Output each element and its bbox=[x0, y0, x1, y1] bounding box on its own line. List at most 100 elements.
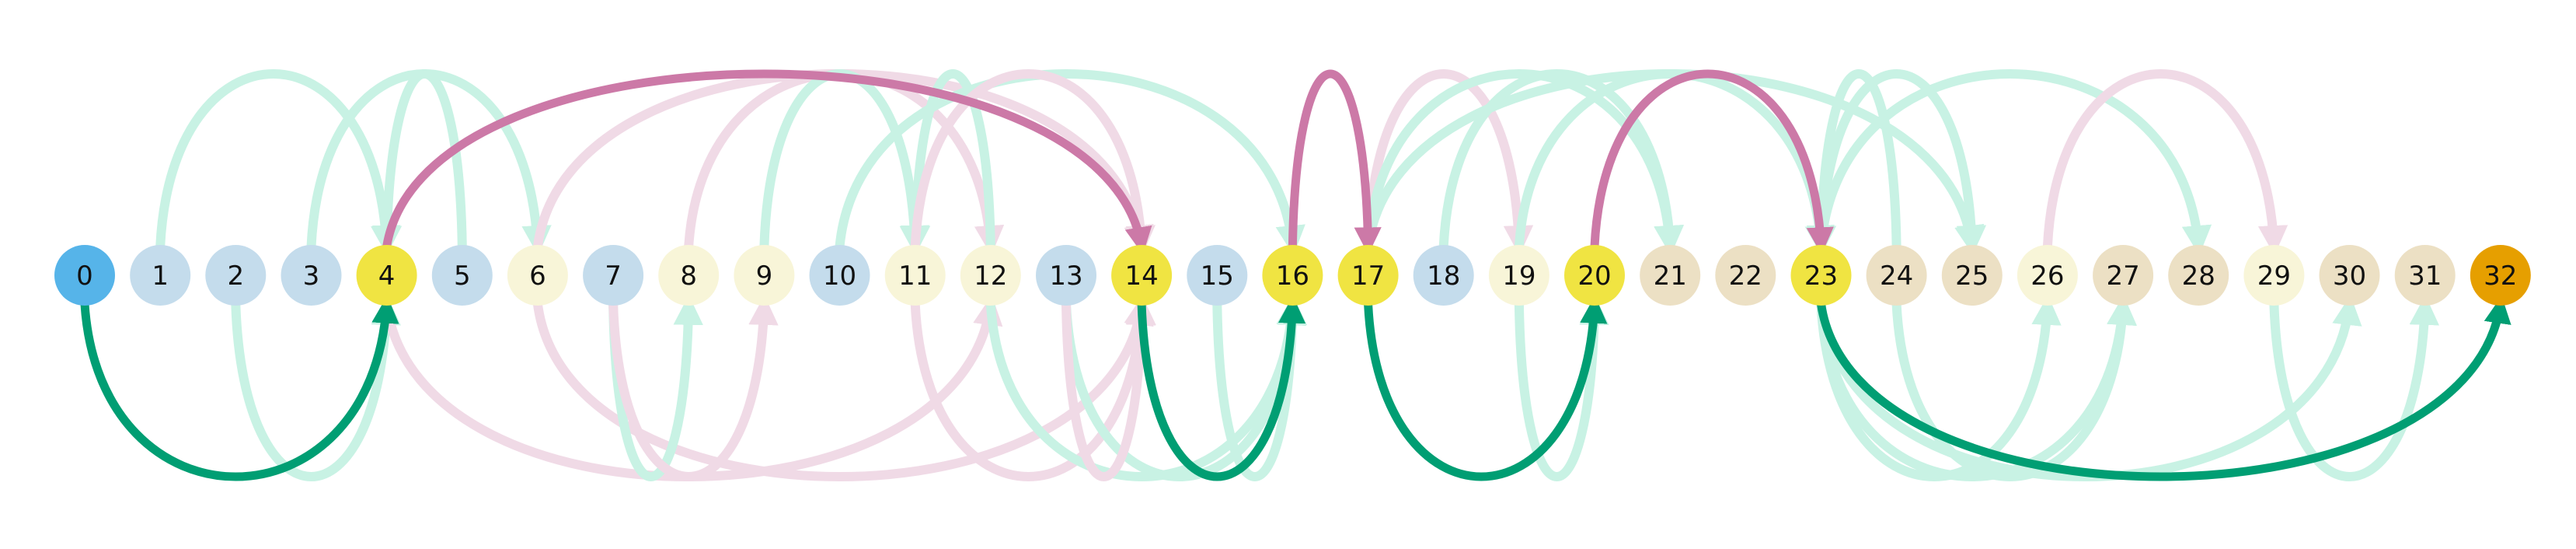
node-circle bbox=[583, 245, 644, 306]
node-15: 15 bbox=[1187, 245, 1248, 306]
node-circle bbox=[1262, 245, 1323, 306]
node-1: 1 bbox=[130, 245, 191, 306]
edge-12-to-16 bbox=[985, 295, 1306, 481]
node-label: 4 bbox=[378, 261, 396, 292]
path-edge-0-to-4 bbox=[80, 295, 399, 481]
node-16: 16 bbox=[1262, 245, 1323, 306]
node-circle bbox=[960, 245, 1021, 306]
faint-edges bbox=[155, 69, 2439, 481]
node-label: 20 bbox=[1577, 261, 1611, 292]
node-26: 26 bbox=[2017, 245, 2078, 306]
node-label: 11 bbox=[898, 261, 932, 292]
node-label: 31 bbox=[2408, 261, 2442, 292]
node-10: 10 bbox=[809, 245, 870, 306]
edge-6-to-14 bbox=[532, 295, 1154, 481]
node-label: 32 bbox=[2484, 261, 2517, 292]
node-6: 6 bbox=[507, 245, 568, 306]
node-label: 14 bbox=[1124, 261, 1158, 292]
edge-19-to-23 bbox=[1514, 69, 1835, 256]
node-label: 18 bbox=[1427, 261, 1460, 292]
node-31: 31 bbox=[2394, 245, 2456, 306]
node-label: 6 bbox=[529, 261, 546, 292]
node-4: 4 bbox=[356, 245, 417, 306]
edge-24-to-23 bbox=[1806, 69, 1901, 256]
node-label: 12 bbox=[974, 261, 1007, 292]
node-circle bbox=[1941, 245, 2003, 306]
node-circle bbox=[2017, 245, 2078, 306]
node-label: 24 bbox=[1880, 261, 1913, 292]
node-21: 21 bbox=[1640, 245, 1701, 306]
node-label: 7 bbox=[605, 261, 622, 292]
path-edge-16-to-17 bbox=[1288, 69, 1382, 255]
node-label: 27 bbox=[2106, 261, 2139, 292]
node-19: 19 bbox=[1488, 245, 1549, 306]
node-32: 32 bbox=[2470, 245, 2531, 306]
node-label: 23 bbox=[1804, 261, 1838, 292]
node-30: 30 bbox=[2319, 245, 2380, 306]
node-circle bbox=[281, 245, 342, 306]
node-29: 29 bbox=[2243, 245, 2305, 306]
edge-11-to-14 bbox=[910, 295, 1156, 481]
node-circle bbox=[809, 245, 870, 306]
node-label: 15 bbox=[1201, 261, 1234, 292]
node-17: 17 bbox=[1337, 245, 1399, 306]
node-circle bbox=[2470, 245, 2531, 306]
node-7: 7 bbox=[583, 245, 644, 306]
edge-15-to-16 bbox=[1212, 295, 1308, 481]
node-circle bbox=[1337, 245, 1399, 306]
node-circle bbox=[734, 245, 795, 306]
node-circle bbox=[1866, 245, 1927, 306]
node-label: 17 bbox=[1351, 261, 1385, 292]
node-label: 10 bbox=[823, 261, 856, 292]
node-label: 25 bbox=[1955, 261, 1989, 292]
node-circle bbox=[884, 245, 946, 306]
node-3: 3 bbox=[281, 245, 342, 306]
node-9: 9 bbox=[734, 245, 795, 306]
node-14: 14 bbox=[1111, 245, 1173, 306]
path-edge-23-to-32 bbox=[1817, 295, 2512, 481]
edge-2-to-4 bbox=[231, 295, 401, 481]
edge-3-to-6 bbox=[306, 69, 552, 256]
node-0: 0 bbox=[54, 245, 115, 306]
node-circle bbox=[54, 245, 115, 306]
edge-23-to-28 bbox=[1816, 69, 2212, 256]
edge-23-to-27 bbox=[1816, 295, 2137, 481]
edge-13-to-14 bbox=[1061, 295, 1156, 481]
node-circle bbox=[1111, 245, 1173, 306]
node-22: 22 bbox=[1715, 245, 1776, 306]
node-2: 2 bbox=[205, 245, 267, 306]
node-circle bbox=[1715, 245, 1776, 306]
edge-11-to-14 bbox=[910, 69, 1156, 256]
path-edge-17-to-20 bbox=[1364, 295, 1608, 481]
node-label: 3 bbox=[303, 261, 320, 292]
node-circle bbox=[356, 245, 417, 306]
node-circle bbox=[1488, 245, 1549, 306]
edge-18-to-21 bbox=[1438, 69, 1685, 256]
node-circle bbox=[2394, 245, 2456, 306]
node-5: 5 bbox=[431, 245, 493, 306]
node-circle bbox=[2319, 245, 2380, 306]
node-20: 20 bbox=[1564, 245, 1625, 306]
node-circle bbox=[205, 245, 267, 306]
node-label: 28 bbox=[2182, 261, 2215, 292]
node-24: 24 bbox=[1866, 245, 1927, 306]
highlighted-path-edges bbox=[80, 69, 2512, 481]
edge-24-to-27 bbox=[1891, 295, 2137, 481]
edge-7-to-9 bbox=[608, 295, 779, 481]
node-label: 21 bbox=[1654, 261, 1687, 292]
node-11: 11 bbox=[884, 245, 946, 306]
node-23: 23 bbox=[1790, 245, 1852, 306]
node-label: 19 bbox=[1502, 261, 1535, 292]
node-label: 9 bbox=[756, 261, 773, 292]
edge-23-to-25 bbox=[1816, 69, 1987, 256]
node-circle bbox=[1413, 245, 1474, 306]
edge-12-to-11 bbox=[900, 69, 995, 256]
node-18: 18 bbox=[1413, 245, 1474, 306]
node-circle bbox=[1790, 245, 1852, 306]
node-label: 13 bbox=[1049, 261, 1082, 292]
node-label: 30 bbox=[2333, 261, 2366, 292]
edge-7-to-8 bbox=[608, 295, 703, 481]
edge-5-to-4 bbox=[371, 69, 467, 256]
